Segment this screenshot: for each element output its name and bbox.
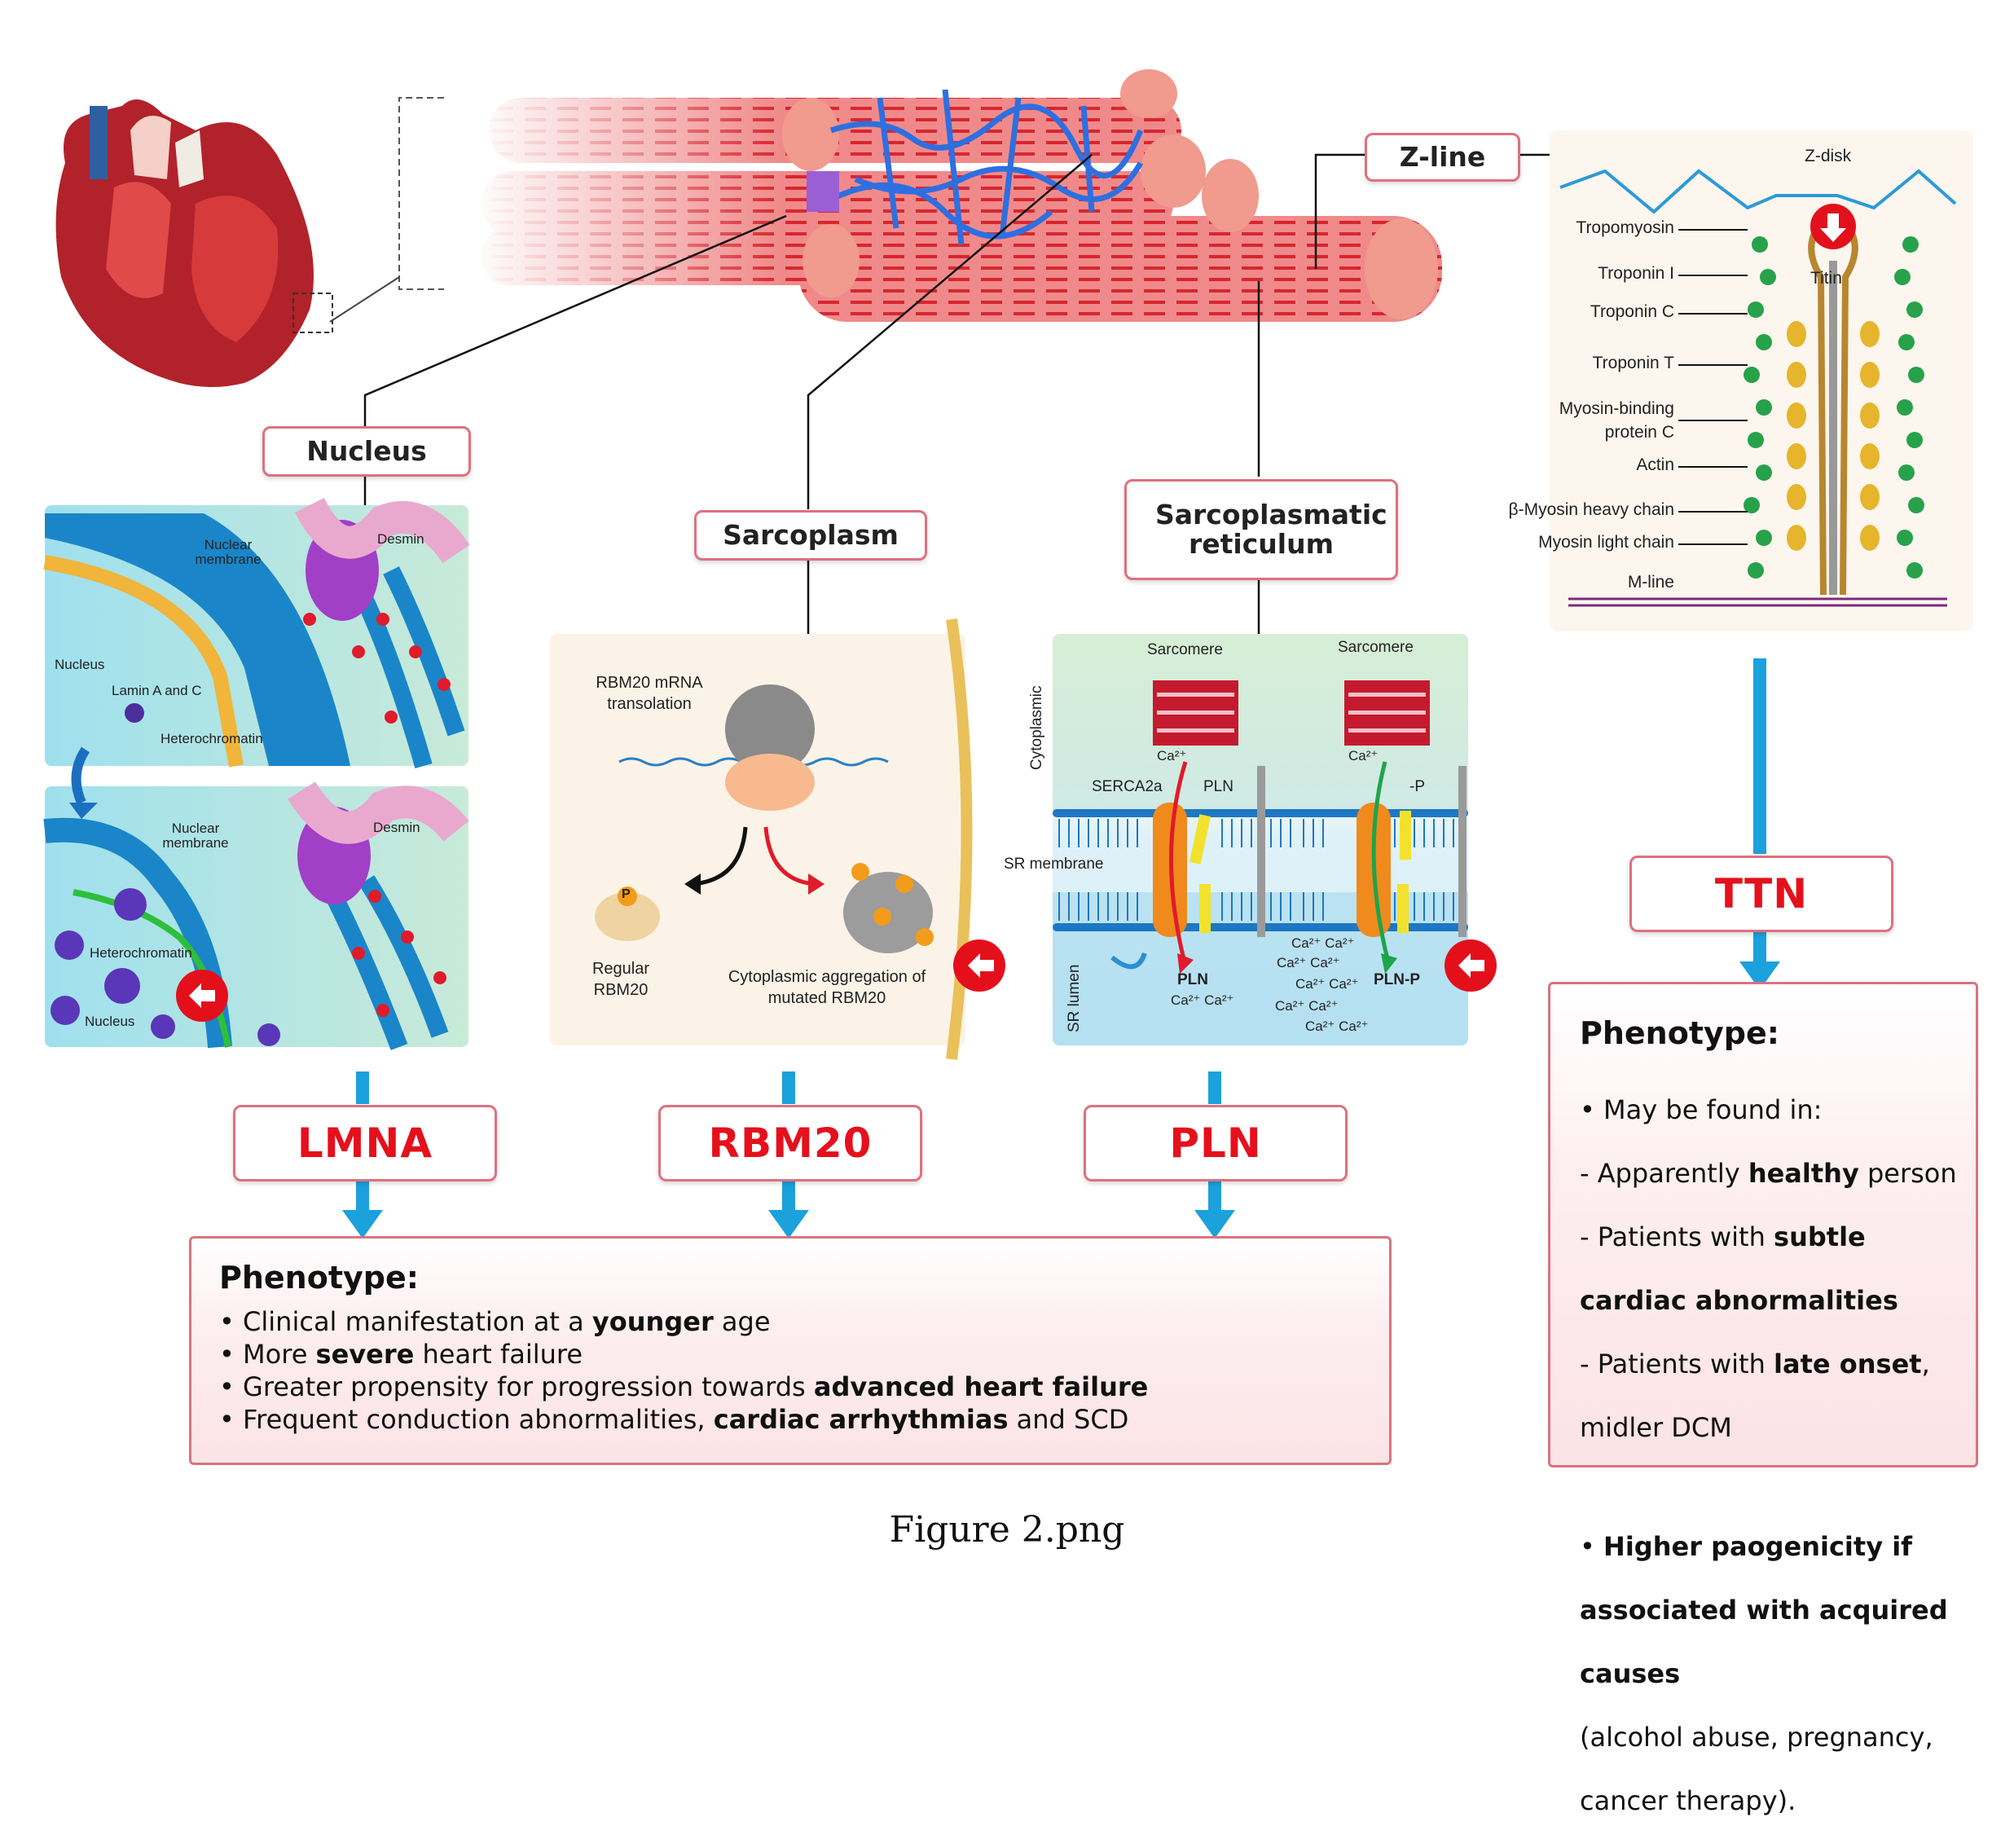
phenotype-ttn-line: - Patients with late onset, bbox=[1580, 1349, 1930, 1379]
ca-pair-6: Ca²⁺ Ca²⁺ bbox=[1305, 1019, 1369, 1034]
desmin-label-2: Desmin bbox=[373, 820, 420, 835]
ca-label-left: Ca²⁺ bbox=[1157, 748, 1187, 763]
gene-rbm20: RBM20 bbox=[708, 1120, 873, 1167]
desmin-label: Desmin bbox=[377, 531, 424, 547]
ca-pair-5: Ca²⁺ Ca²⁺ bbox=[1275, 998, 1339, 1014]
gene-pln: PLN bbox=[1169, 1120, 1262, 1167]
nucleus-panel-normal bbox=[43, 497, 470, 769]
rbm20-translation-label: RBM20 mRNA transolation bbox=[596, 674, 703, 713]
gene-lmna: LMNA bbox=[297, 1120, 433, 1167]
sr-lumen-label: SR lumen bbox=[1066, 964, 1083, 1032]
cytoplasmic-label: Cytoplasmic bbox=[1028, 685, 1045, 770]
phenotype-ttn-spacer bbox=[1580, 1475, 1957, 1499]
nucleus-label: Nucleus bbox=[306, 435, 427, 467]
blue-arrows bbox=[342, 658, 1780, 1239]
protein-m-line: M-line bbox=[1627, 573, 1674, 592]
gene-lmna-box: LMNA bbox=[233, 1105, 497, 1181]
nucleus-label-box: Nucleus bbox=[262, 426, 471, 477]
protein-troponin-t: Troponin T bbox=[1592, 354, 1674, 372]
phenotype-ttn-line: cancer therapy). bbox=[1580, 1785, 1796, 1816]
phenotype-ttn-line: midler DCM bbox=[1580, 1412, 1732, 1443]
figure-caption: Figure 2.png bbox=[889, 1509, 1125, 1551]
ca-pair-3: Ca²⁺ Ca²⁺ bbox=[1277, 955, 1340, 970]
muscle-fibres bbox=[473, 69, 1442, 322]
sarcomere-label-right: Sarcomere bbox=[1338, 639, 1414, 656]
phenotype-ttn-line: cardiac abnormalities bbox=[1580, 1285, 1898, 1316]
ca-pair-2: Ca²⁺ Ca²⁺ bbox=[1291, 935, 1355, 951]
phenotype-main-title: Phenotype: bbox=[219, 1260, 419, 1296]
titin-label: Titin bbox=[1810, 269, 1842, 288]
zdisk-label: Z-disk bbox=[1805, 147, 1852, 165]
gene-ttn-box: TTN bbox=[1629, 856, 1893, 932]
heart-illustration bbox=[55, 99, 333, 387]
gene-pln-box: PLN bbox=[1084, 1105, 1348, 1181]
heterochromatin-label: Heterochromatin bbox=[161, 731, 263, 746]
phenotype-ttn-box: Phenotype: • May be found in: - Apparent… bbox=[1548, 982, 1978, 1816]
protein-myosin-light: Myosin light chain bbox=[1538, 533, 1674, 552]
sarcoplasm-panel bbox=[550, 618, 1005, 1060]
sr-label: Sarcoplasmatic reticulum bbox=[1155, 499, 1387, 560]
phenotype-ttn-title: Phenotype: bbox=[1580, 1015, 1779, 1051]
pln-p-label: PLN-P bbox=[1374, 971, 1420, 988]
zline-label-box: Z-line bbox=[1365, 133, 1520, 182]
phenotype-ttn-line: • May be found in: bbox=[1580, 1094, 1823, 1125]
protein-myosin-heavy: β-Myosin heavy chain bbox=[1508, 500, 1675, 519]
zline-label: Z-line bbox=[1399, 141, 1486, 173]
phenotype-ttn-line: causes bbox=[1580, 1658, 1681, 1689]
phenotype-ttn-line: - Patients with subtle bbox=[1580, 1221, 1866, 1252]
phenotype-main-line: • More severe heart failure bbox=[219, 1339, 583, 1370]
sarcomere-label-left: Sarcomere bbox=[1147, 641, 1223, 658]
gene-rbm20-box: RBM20 bbox=[658, 1105, 922, 1181]
protein-mybpc: Myosin-binding protein C bbox=[1559, 399, 1674, 442]
phenotype-ttn-line: (alcohol abuse, pregnancy, bbox=[1580, 1722, 1933, 1753]
serca-label: SERCA2a bbox=[1092, 778, 1163, 795]
nucleus-panel-mutated bbox=[43, 781, 469, 1050]
heterochromatin-label-2: Heterochromatin bbox=[90, 945, 192, 961]
protein-actin: Actin bbox=[1636, 455, 1674, 474]
sarcoplasm-label-box: Sarcoplasm bbox=[694, 510, 927, 561]
sr-panel bbox=[1053, 634, 1497, 1045]
phenotype-ttn-line: - Apparently healthy person bbox=[1580, 1158, 1957, 1189]
phenotype-main-box: Phenotype: • Clinical manifestation at a… bbox=[189, 1236, 1392, 1465]
aggregation-label: Cytoplasmic aggregation of mutated RBM20 bbox=[728, 968, 926, 1007]
protein-troponin-c: Troponin C bbox=[1590, 302, 1674, 321]
sarcoplasm-label: Sarcoplasm bbox=[723, 519, 899, 551]
phenotype-main-line: • Greater propensity for progression tow… bbox=[219, 1371, 1149, 1402]
nuclear-membrane-label-2: Nuclear membrane bbox=[162, 821, 229, 851]
pln-label: PLN bbox=[1203, 778, 1233, 795]
sr-label-box: Sarcoplasmatic reticulum bbox=[1124, 479, 1398, 580]
minus-p-label: -P bbox=[1409, 778, 1425, 795]
ca-label-right: Ca²⁺ bbox=[1348, 748, 1379, 763]
lamin-label: Lamin A and C bbox=[112, 683, 202, 698]
nuclear-membrane-label: Nuclear membrane bbox=[195, 537, 262, 567]
phenotype-main-line: • Clinical manifestation at a younger ag… bbox=[219, 1306, 771, 1337]
nucleus-inner-label: Nucleus bbox=[55, 657, 105, 672]
regular-rbm20-label: Regular RBM20 bbox=[591, 960, 650, 999]
ca-pair-4: Ca²⁺ Ca²⁺ bbox=[1295, 976, 1359, 992]
ca-pair-1: Ca²⁺ Ca²⁺ bbox=[1171, 992, 1234, 1008]
diagram-artwork bbox=[43, 69, 1973, 1239]
phenotype-main-line: • Frequent conduction abnormalities, car… bbox=[219, 1404, 1129, 1435]
protein-tropomyosin: Tropomyosin bbox=[1576, 218, 1674, 237]
phenotype-ttn-line: associated with acquired bbox=[1580, 1595, 1948, 1626]
ttn-panel bbox=[1550, 130, 1973, 631]
sr-membrane-label: SR membrane bbox=[1004, 856, 1104, 873]
connector-lines bbox=[363, 153, 1571, 644]
phenotype-ttn-line: • Higher paogenicity if bbox=[1580, 1531, 1913, 1562]
nucleus-inner-label-2: Nucleus bbox=[85, 1014, 135, 1029]
protein-troponin-i: Troponin I bbox=[1598, 264, 1674, 283]
phosphate-label: P bbox=[622, 887, 631, 901]
pln-lumen-label: PLN bbox=[1177, 971, 1208, 988]
gene-ttn: TTN bbox=[1714, 870, 1809, 917]
